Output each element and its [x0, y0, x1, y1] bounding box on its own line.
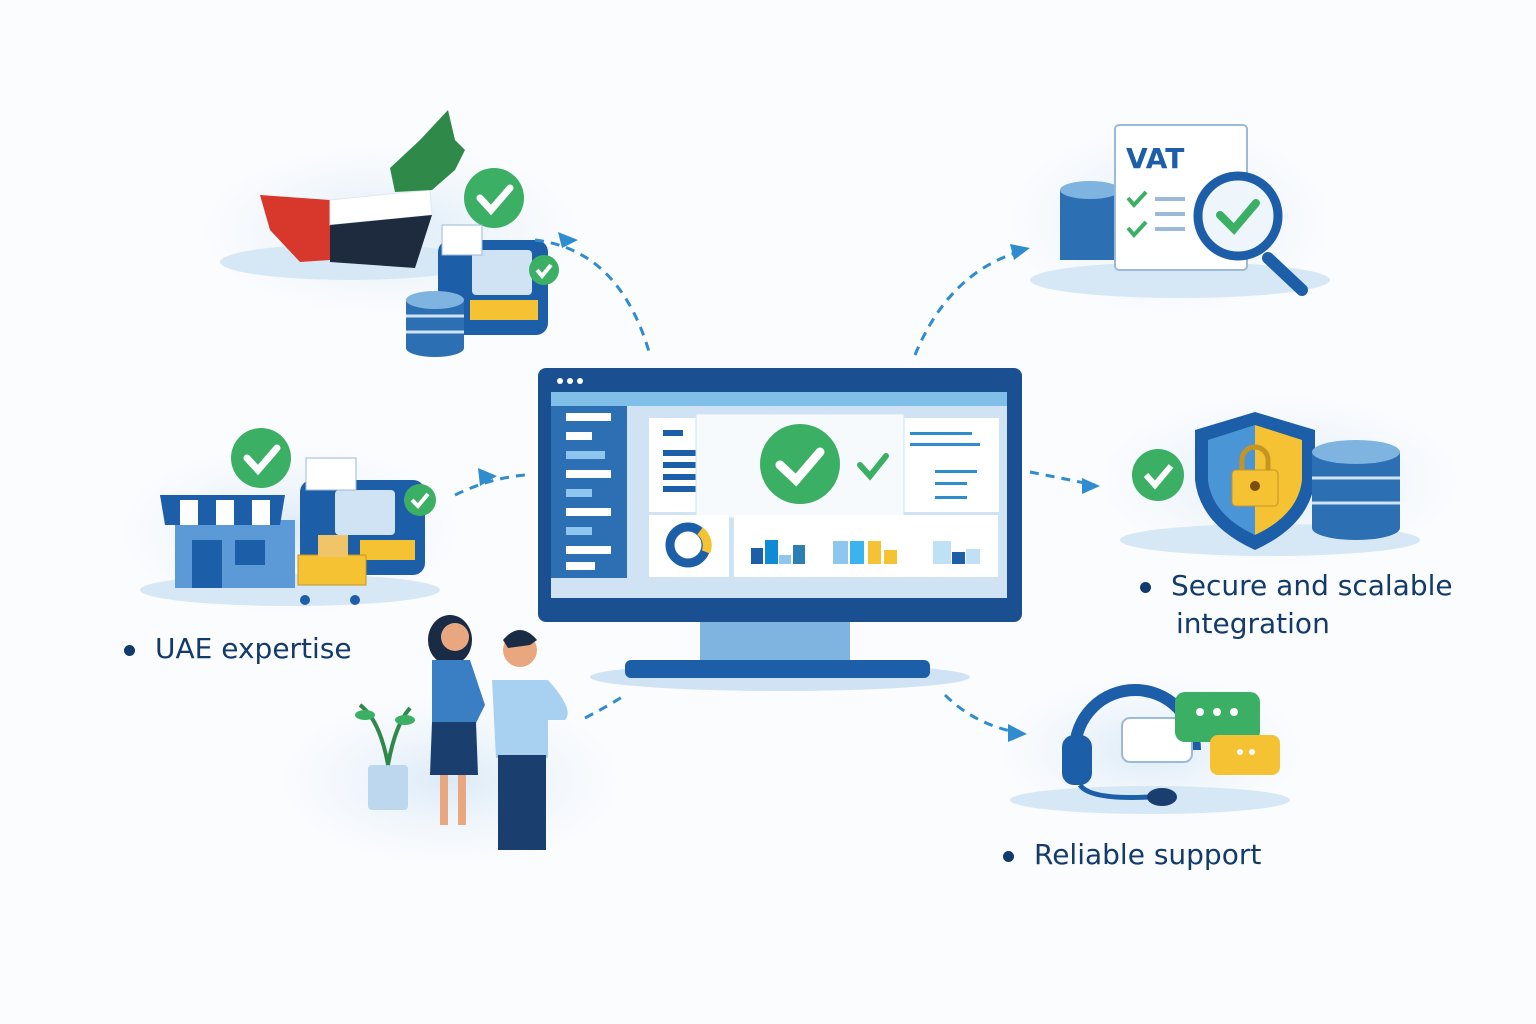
large-check-icon: [760, 424, 889, 504]
bullet-icon: [124, 644, 135, 656]
man-figure: [492, 630, 568, 850]
database-icon: [406, 291, 464, 357]
feature-label-continued: integration: [1176, 607, 1330, 640]
bullet-icon: [1003, 850, 1014, 862]
chat-bubbles-icon: [1121, 692, 1280, 775]
plant-icon: [355, 703, 415, 810]
store-icon: [140, 495, 440, 606]
shield-lock-icon: [1120, 412, 1420, 556]
feature-label: Secure and scalable: [1171, 569, 1453, 602]
monitor: [538, 368, 1022, 691]
check-icon: [231, 428, 291, 488]
shopping-cart-icon: [297, 535, 367, 605]
arrowheads: [478, 232, 1100, 742]
check-icon: [404, 484, 436, 516]
magnifier-check-icon: [1193, 171, 1308, 296]
uae-flag-map: [220, 110, 480, 280]
database-icon: [1312, 440, 1400, 540]
dashed-arrows: [454, 238, 1096, 735]
bar-chart-icon: [751, 540, 980, 564]
feature-reliable-support: Reliable support: [1003, 836, 1261, 874]
woman-figure: [428, 615, 485, 825]
check-icon: [529, 255, 559, 285]
feature-secure-integration: Secure and scalable integration: [1140, 567, 1453, 643]
check-icon: [1132, 449, 1184, 501]
bullet-icon: [1140, 581, 1151, 593]
feature-uae-expertise: UAE expertise: [124, 630, 352, 668]
feature-label: Reliable support: [1034, 838, 1262, 871]
vat-title: VAT: [1126, 142, 1184, 175]
pos-terminal-icon: [438, 224, 548, 335]
feature-label: UAE expertise: [155, 632, 352, 665]
check-icon: [464, 168, 524, 228]
